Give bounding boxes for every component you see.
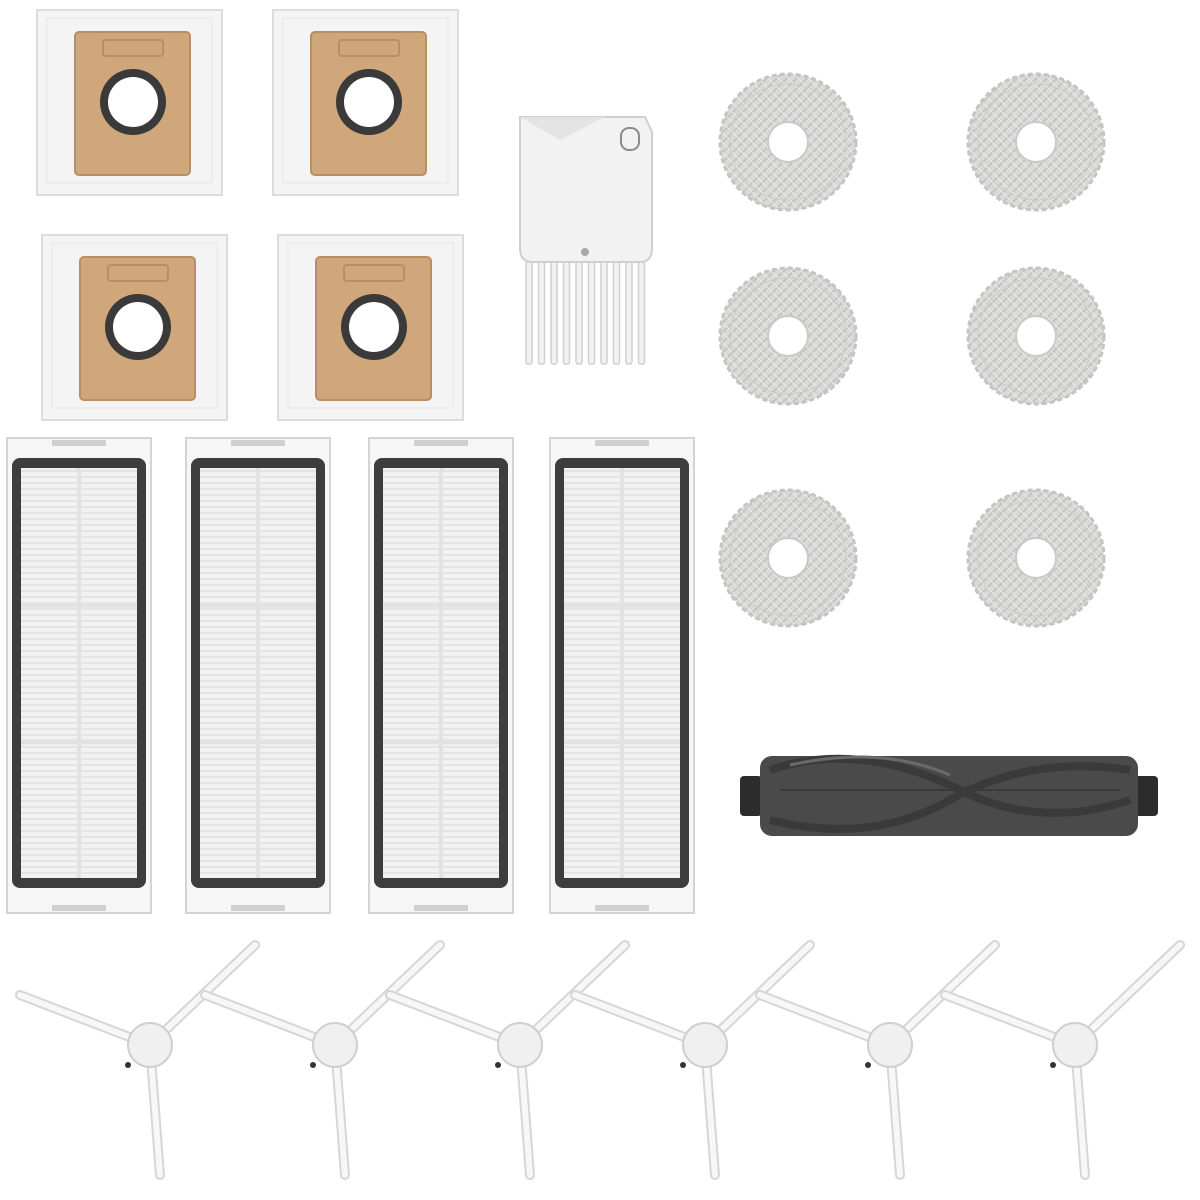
mop-pad-6 bbox=[966, 488, 1106, 628]
dust-bag-1 bbox=[36, 9, 223, 196]
dust-bag-3 bbox=[41, 234, 228, 421]
cleaning-tool bbox=[519, 116, 653, 365]
comb-tooth bbox=[537, 261, 546, 365]
dust-bag-2 bbox=[272, 9, 459, 196]
hepa-filter-3 bbox=[368, 437, 514, 914]
comb-tooth bbox=[562, 261, 571, 365]
mop-pad-5 bbox=[718, 488, 858, 628]
comb-tooth bbox=[587, 261, 596, 365]
mop-pad-2 bbox=[966, 72, 1106, 212]
side-brush-1 bbox=[15, 940, 260, 1180]
mop-pad-1 bbox=[718, 72, 858, 212]
comb-tooth bbox=[600, 261, 608, 365]
comb-tooth bbox=[637, 261, 646, 365]
main-roller-brush bbox=[740, 754, 1158, 836]
comb-tooth bbox=[612, 261, 621, 365]
comb-tooth bbox=[575, 261, 583, 365]
mop-pad-group bbox=[718, 72, 1106, 628]
comb-tooth bbox=[525, 261, 533, 365]
hepa-filter-1 bbox=[6, 437, 152, 914]
side-brush-3 bbox=[385, 940, 630, 1180]
mop-pad-3 bbox=[718, 266, 858, 406]
side-brush-6 bbox=[940, 940, 1185, 1180]
comb-tooth bbox=[625, 261, 633, 365]
comb-tooth bbox=[550, 261, 558, 365]
hepa-filter-2 bbox=[185, 437, 331, 914]
side-brush-group bbox=[15, 940, 1185, 1180]
hepa-filter-group bbox=[6, 437, 695, 914]
dust-bag-group bbox=[36, 9, 464, 421]
dust-bag-4 bbox=[277, 234, 464, 421]
mop-pad-4 bbox=[966, 266, 1106, 406]
hepa-filter-4 bbox=[549, 437, 695, 914]
